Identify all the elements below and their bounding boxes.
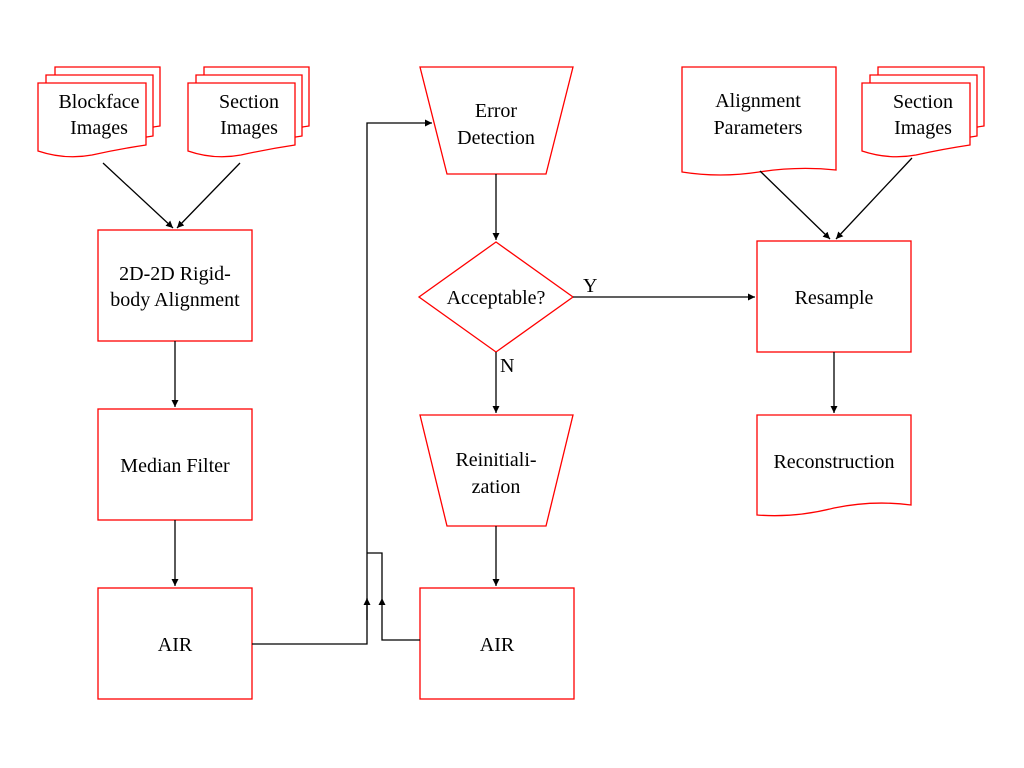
arrow-alignment-parameters-to-resample (759, 170, 831, 240)
reinitialization-label-1: Reinitiali- (455, 449, 536, 471)
loop-merge-line (367, 552, 383, 598)
resample-node: Resample (756, 240, 912, 353)
error-detection-label-2: Detection (457, 127, 535, 149)
reconstruction-doc (756, 414, 912, 517)
alignment-parameters-label-1: Alignment (715, 90, 801, 112)
blockface-images-label-2: Images (70, 117, 128, 139)
section-images-right-node: Section Images (861, 66, 985, 158)
arrow-air-left-to-error-detection (252, 119, 432, 645)
section-images-left-label-2: Images (220, 117, 278, 139)
edge-label-yes: Y (583, 275, 597, 297)
rigid-alignment-box (97, 229, 253, 342)
error-detection-node: Error Detection (419, 66, 574, 175)
air-left-node: AIR (97, 587, 253, 700)
arrow-blockface-to-rigid (102, 162, 174, 229)
median-filter-label: Median Filter (120, 455, 230, 477)
reconstruction-label: Reconstruction (773, 451, 894, 473)
edge-label-no: N (500, 355, 514, 377)
rigid-alignment-label-1: 2D-2D Rigid- (119, 263, 231, 285)
rigid-alignment-node: 2D-2D Rigid- body Alignment (97, 229, 253, 342)
air-right-box (419, 587, 575, 700)
alignment-parameters-node: Alignment Parameters (681, 66, 837, 176)
air-right-node: AIR (419, 587, 575, 700)
connectors (102, 119, 913, 645)
air-left-box (97, 587, 253, 700)
air-left-label: AIR (158, 634, 193, 656)
blockface-images-label-1: Blockface (58, 91, 139, 113)
error-detection-label-1: Error (475, 100, 518, 122)
acceptable-node: Acceptable? (417, 241, 575, 353)
arrow-section-right-to-resample (835, 157, 913, 240)
air-right-label: AIR (480, 634, 515, 656)
section-images-left-label-1: Section (219, 91, 279, 113)
arrow-section-left-to-rigid (176, 162, 241, 229)
acceptable-label: Acceptable? (447, 287, 546, 309)
blockface-images-node: Blockface Images (37, 66, 161, 158)
reinitialization-node: Reinitiali- zation (419, 414, 574, 527)
section-images-left-doc-front (187, 82, 296, 158)
median-filter-box (97, 408, 253, 521)
resample-box (756, 240, 912, 353)
section-images-left-node: Section Images (187, 66, 310, 158)
resample-label: Resample (795, 287, 874, 309)
reinitialization-shape (419, 414, 574, 527)
section-images-right-label-1: Section (893, 91, 953, 113)
reinitialization-label-2: zation (472, 476, 521, 498)
blockface-images-doc-front (37, 82, 147, 158)
rigid-alignment-label-2: body Alignment (110, 289, 240, 311)
section-images-right-label-2: Images (894, 117, 952, 139)
median-filter-node: Median Filter (97, 408, 253, 521)
alignment-parameters-doc (681, 66, 837, 176)
error-detection-shape (419, 66, 574, 175)
alignment-parameters-label-2: Parameters (714, 117, 803, 139)
section-images-right-doc-front (861, 82, 971, 158)
reconstruction-node: Reconstruction (756, 414, 912, 517)
arrow-air-right-loop-back (378, 598, 420, 641)
